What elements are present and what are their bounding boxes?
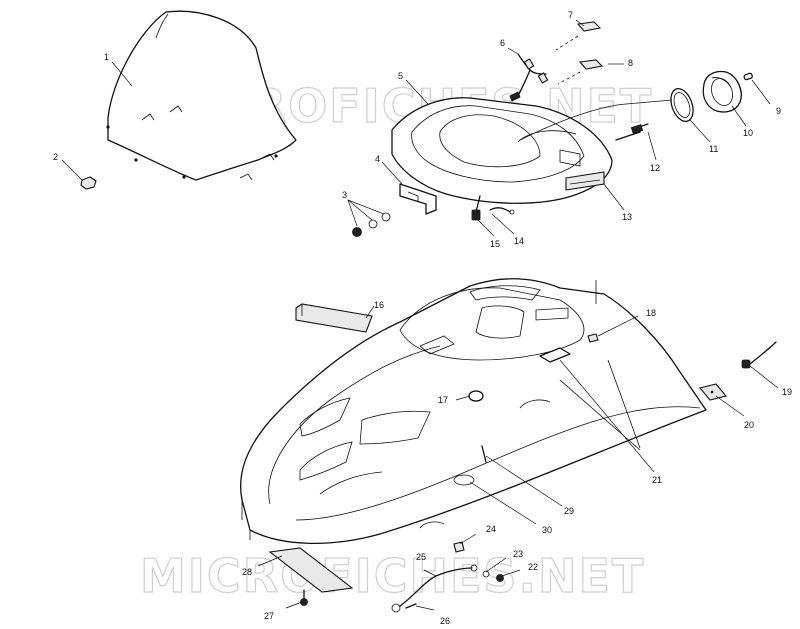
lens-dash-line bbox=[555, 35, 579, 51]
clip-part-2 bbox=[405, 603, 417, 609]
callout-12: 12 bbox=[650, 163, 660, 173]
fastener-part-2 bbox=[587, 333, 599, 343]
washer-part bbox=[482, 570, 490, 578]
console-housing-part bbox=[391, 97, 613, 204]
decal-panel-part bbox=[268, 547, 354, 593]
bezel-ring-part bbox=[670, 88, 694, 122]
foam-strip-part bbox=[295, 303, 373, 333]
leader-lines bbox=[61, 19, 779, 611]
callout-10: 10 bbox=[743, 128, 753, 138]
callout-labels: 1 2 3 4 5 6 7 8 9 10 11 12 13 14 15 16 1… bbox=[53, 10, 792, 626]
indicator-lens-part-2 bbox=[578, 59, 604, 70]
nut-part bbox=[496, 574, 504, 582]
callout-17: 17 bbox=[438, 395, 448, 405]
nut-washer-parts bbox=[352, 212, 391, 237]
callout-27: 27 bbox=[264, 611, 274, 621]
callout-6: 6 bbox=[500, 38, 505, 48]
callout-24: 24 bbox=[486, 524, 496, 534]
wire-part bbox=[489, 207, 515, 215]
gauge-part bbox=[702, 70, 742, 113]
lens-dash-line-2 bbox=[557, 71, 581, 85]
callout-28: 28 bbox=[242, 567, 252, 577]
bulb-part bbox=[743, 72, 753, 81]
callout-7: 7 bbox=[568, 10, 573, 20]
callout-20: 20 bbox=[744, 420, 754, 430]
callout-13: 13 bbox=[622, 212, 632, 222]
gauge-wire bbox=[519, 99, 673, 141]
pin-part bbox=[481, 445, 487, 463]
hood-main-part bbox=[240, 278, 707, 544]
screw-part bbox=[80, 176, 97, 190]
wire-harness-part bbox=[509, 53, 549, 102]
callout-9: 9 bbox=[776, 106, 781, 116]
windshield-part bbox=[106, 10, 297, 181]
callout-2: 2 bbox=[53, 152, 58, 162]
bracket-plate-part bbox=[699, 383, 727, 401]
switch-part bbox=[615, 123, 649, 141]
fastener-part bbox=[471, 195, 481, 221]
callout-5: 5 bbox=[398, 71, 403, 81]
callout-30: 30 bbox=[542, 525, 552, 535]
callout-15: 15 bbox=[490, 239, 500, 249]
callout-19: 19 bbox=[782, 387, 792, 397]
clip-part bbox=[453, 541, 465, 553]
callout-14: 14 bbox=[514, 236, 524, 246]
callout-3: 3 bbox=[342, 190, 347, 200]
callout-25: 25 bbox=[416, 552, 426, 562]
screw-part-2 bbox=[300, 589, 308, 606]
callout-23: 23 bbox=[513, 549, 523, 559]
callout-11: 11 bbox=[709, 144, 718, 154]
callout-22: 22 bbox=[528, 562, 538, 572]
callout-26: 26 bbox=[440, 616, 450, 626]
callout-21: 21 bbox=[652, 475, 662, 485]
callout-16: 16 bbox=[374, 300, 384, 310]
callout-18: 18 bbox=[646, 308, 656, 318]
callout-4: 4 bbox=[375, 154, 380, 164]
indicator-lens-part bbox=[576, 21, 602, 32]
latch-part bbox=[539, 347, 571, 363]
callout-8: 8 bbox=[628, 58, 633, 68]
watermark-bottom: MICROFICHES.NET bbox=[140, 549, 645, 603]
callout-1: 1 bbox=[104, 52, 109, 62]
bracket-part bbox=[399, 183, 437, 215]
emblem-part bbox=[468, 390, 484, 402]
callout-29: 29 bbox=[564, 506, 574, 516]
vent-line-part bbox=[741, 341, 777, 369]
